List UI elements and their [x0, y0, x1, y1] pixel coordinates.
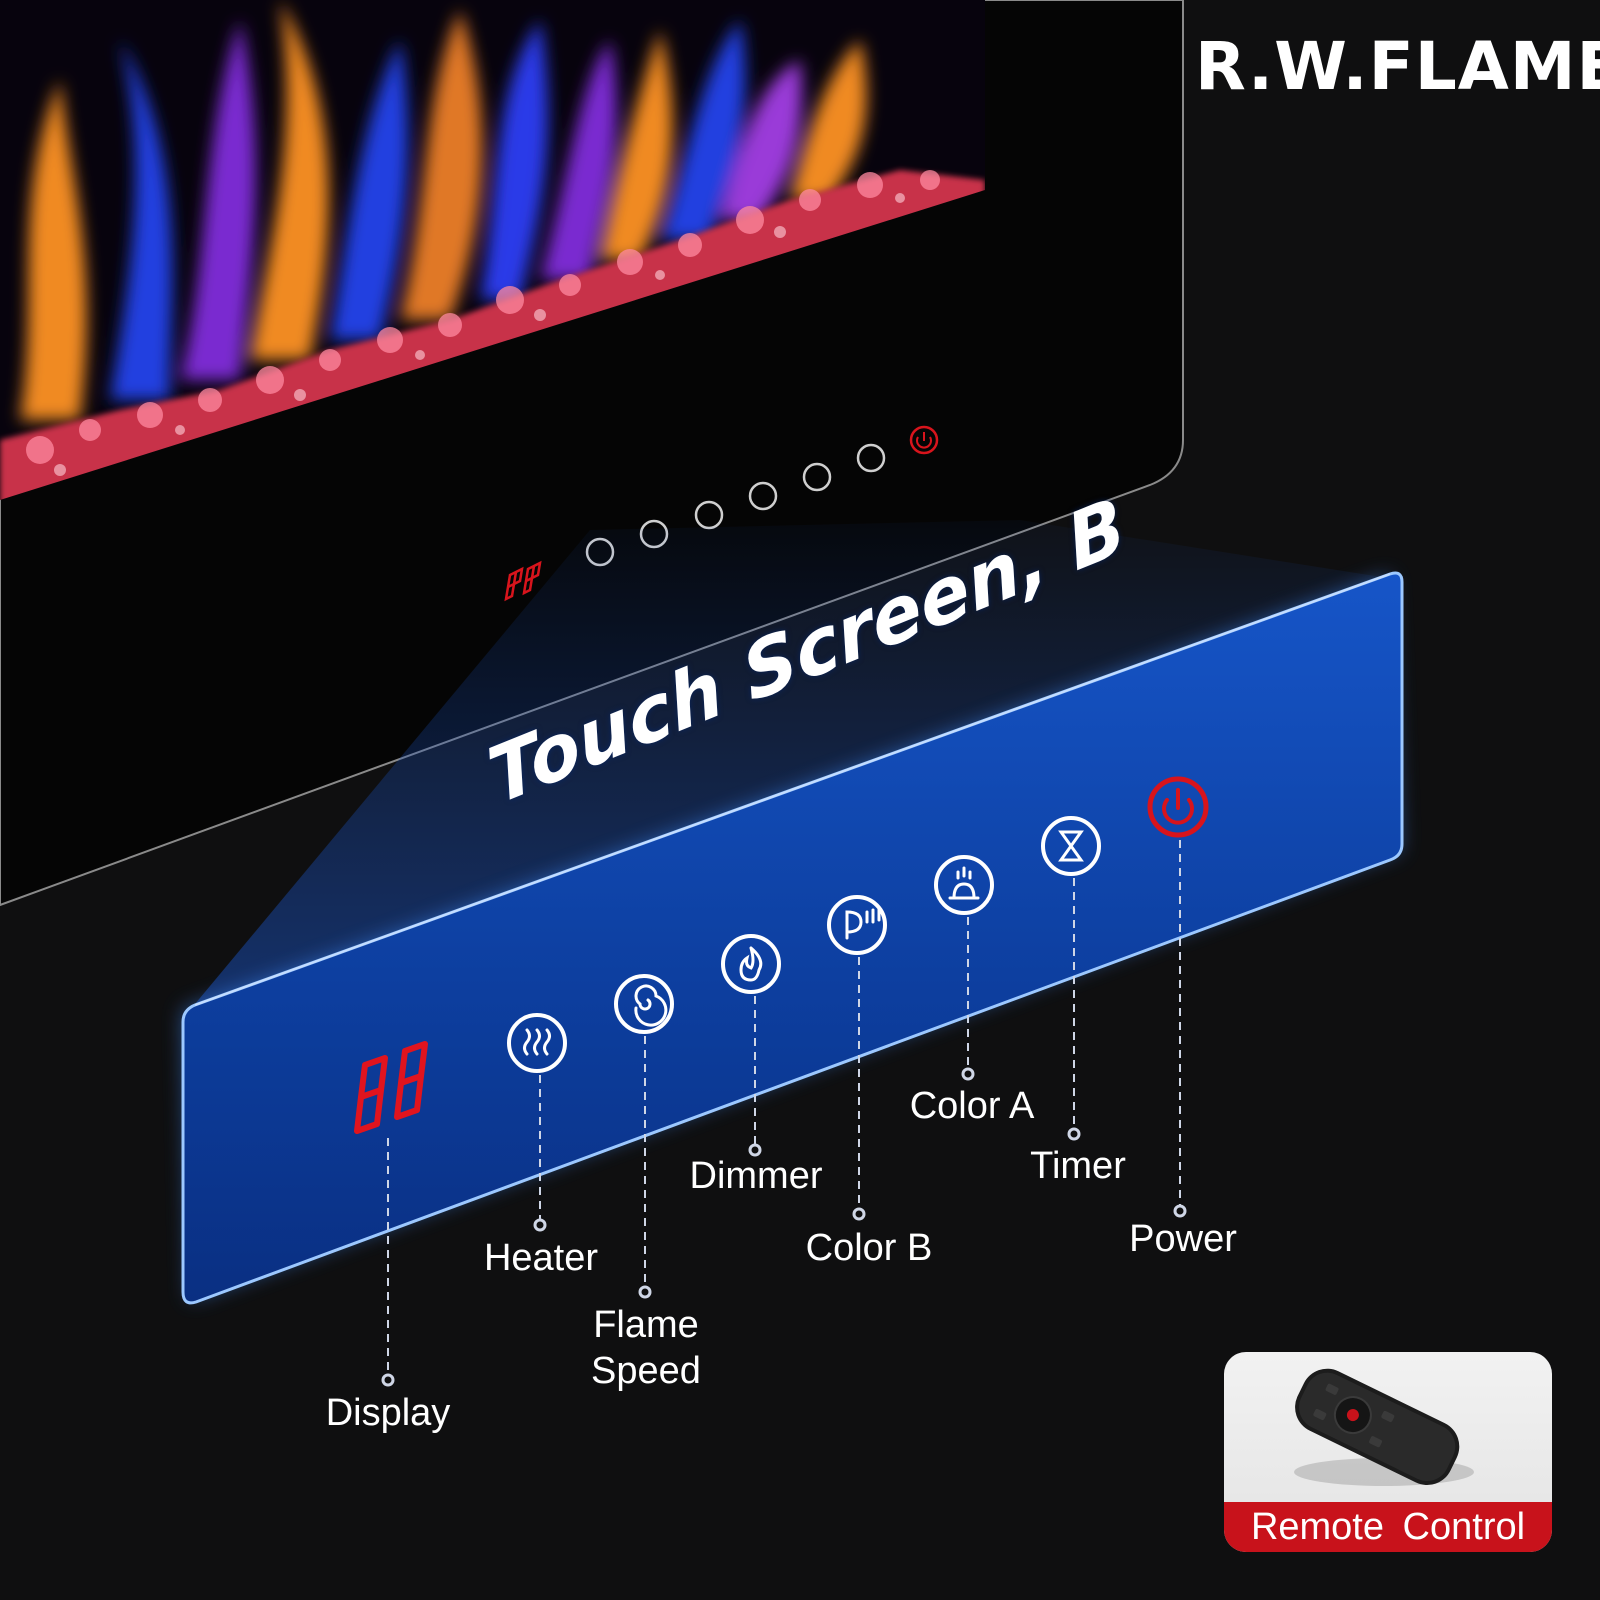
- color-b-icon: [845, 906, 881, 940]
- callout-dots: [381, 1067, 1187, 1387]
- callout-display: Display: [325, 1392, 451, 1434]
- flame-speed-icon: [634, 984, 668, 1027]
- callout-power: Power: [1129, 1218, 1237, 1260]
- dimmer-icon: [739, 946, 763, 982]
- callout-color-b: Color B: [805, 1227, 933, 1269]
- power-icon: [1162, 788, 1194, 825]
- power-button: [1147, 776, 1209, 838]
- touch-panel-board: [181, 571, 1404, 1305]
- remote-control-label: Remote Control: [1224, 1502, 1552, 1552]
- callout-timer: Timer: [1030, 1145, 1126, 1187]
- callout-heater: Heater: [483, 1237, 599, 1279]
- display-digits: [354, 1041, 428, 1134]
- callout-color-a: Color A: [909, 1085, 1035, 1127]
- remote-control-card: Remote Control: [1224, 1352, 1552, 1552]
- timer-icon: [1058, 830, 1084, 862]
- brand-logo: R.W.FLAME: [1195, 28, 1600, 105]
- small-display: [504, 560, 542, 602]
- heater-icon: [523, 1028, 551, 1056]
- remote-power-key: [1346, 1409, 1359, 1422]
- remote-control-image: [1294, 1368, 1474, 1486]
- callout-flame-speed: Flame Speed: [591, 1304, 701, 1392]
- callout-leaders: [387, 840, 1181, 1378]
- panel-buttons: [507, 816, 1101, 1073]
- callout-dimmer: Dimmer: [689, 1155, 823, 1197]
- color-a-icon: [948, 866, 980, 900]
- projection-beam: [190, 520, 1400, 1010]
